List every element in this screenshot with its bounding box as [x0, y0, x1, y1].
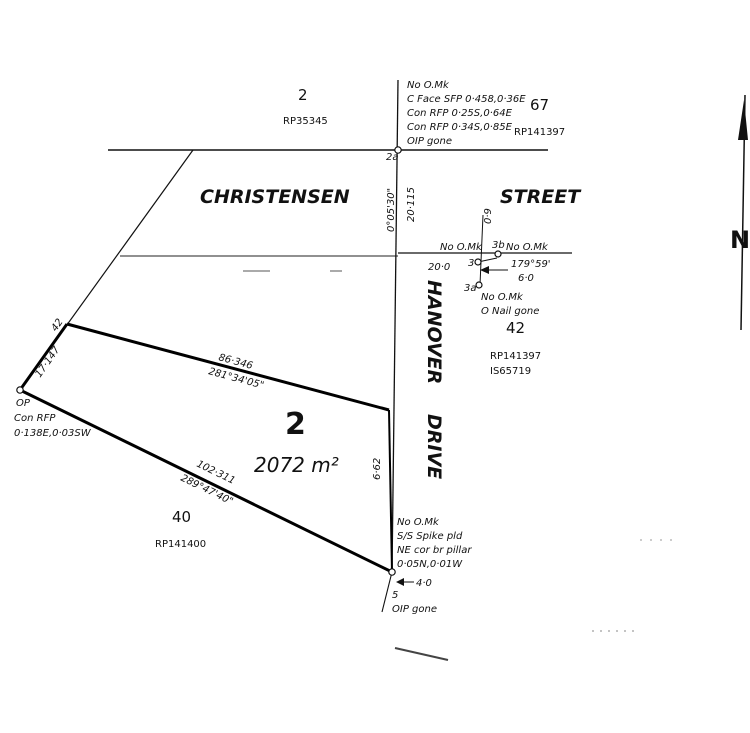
- west-frontage-line: [18, 323, 69, 391]
- bottom-mark-note-3: NE cor br pillar: [397, 545, 472, 556]
- street-width-mid: 0·9: [483, 208, 494, 224]
- right-top-lot-number: 67: [530, 96, 549, 114]
- top-lot-rp: RP35345: [283, 116, 328, 127]
- bottom-mark-note-2: S/S Spike pld: [397, 531, 463, 542]
- bottom-mark-note-1: No O.Mk: [397, 517, 440, 528]
- street-name-christensen: CHRISTENSEN: [200, 186, 350, 208]
- station-5-tail: [381, 571, 393, 613]
- station-3b-label: 3b: [492, 240, 505, 251]
- station-5-label: 5: [392, 590, 398, 601]
- station-2a-label: 2a: [386, 152, 399, 163]
- main-lot-number: 2: [285, 407, 306, 442]
- road-bearing: 0°05'30": [386, 188, 397, 232]
- top-mark-note-5: OIP gone: [407, 136, 452, 147]
- street-width-left: 20·0: [428, 262, 450, 273]
- station-2a-marker: [394, 146, 402, 154]
- lot-south-boundary: [19, 388, 393, 574]
- road-width: 20·115: [406, 187, 417, 222]
- scan-mark: [394, 647, 449, 661]
- station-5-note: OIP gone: [392, 604, 437, 615]
- station-5-arrow-head: [396, 578, 404, 586]
- top-mark-note-2: C Face SFP 0·458,0·36E: [407, 94, 526, 105]
- main-lot-area: 2072 m²: [254, 453, 339, 477]
- station-3b-marker: [494, 250, 502, 258]
- west-mark-note-1: OP: [16, 398, 31, 409]
- bottom-mark-note-4: 0·05N,0·01W: [397, 559, 463, 570]
- station-3-label: 3: [468, 258, 474, 269]
- right-lot-number: 42: [506, 319, 525, 337]
- street-name-drive: DRIVE: [423, 414, 445, 479]
- north-arrow: N: [730, 94, 750, 331]
- station-3-vertical: [479, 214, 484, 286]
- right-top-lot-rp: RP141397: [514, 127, 565, 138]
- right-mark-note-right: No O.Mk: [506, 242, 549, 253]
- east-frontage-length: 6·62: [372, 458, 383, 480]
- lot-north-boundary: [66, 322, 390, 412]
- north-arrow-label: N: [730, 226, 750, 254]
- top-mark-note-4: Con RFP 0·34S,0·85E: [407, 122, 513, 133]
- station-3-arrow-head: [480, 266, 489, 274]
- station-3a-note-2: O Nail gone: [481, 306, 539, 317]
- right-lot-rp: RP141397: [490, 351, 541, 362]
- west-mark-note-2: Con RFP: [14, 413, 56, 424]
- distance-right: 6·0: [518, 273, 534, 284]
- top-mark-note-1: No O.Mk: [407, 80, 450, 91]
- bottom-lot-rp: RP141400: [155, 539, 206, 550]
- station-3a-label: 3a: [464, 283, 477, 294]
- right-lot-is: IS65719: [490, 366, 531, 377]
- west-mark-note-3: 0·138E,0·03SW: [14, 428, 92, 439]
- lot-east-boundary: [388, 409, 393, 573]
- station-3a-marker: [475, 281, 483, 289]
- station-3a-note-1: No O.Mk: [481, 292, 524, 303]
- distance-bottom: 4·0: [416, 578, 432, 589]
- right-mark-note-left: No O.Mk: [440, 242, 483, 253]
- bearing-right: 179°59': [511, 259, 551, 270]
- bottom-lot-number: 40: [172, 508, 191, 526]
- station-3-marker: [474, 258, 482, 266]
- west-corner-marker: [16, 386, 24, 394]
- street-name-hanover: HANOVER: [423, 280, 445, 384]
- station-5-marker: [388, 568, 396, 576]
- top-lot-number: 2: [298, 86, 308, 104]
- north-arrow-head: [738, 100, 748, 140]
- top-mark-note-3: Con RFP 0·25S,0·64E: [407, 108, 513, 119]
- hanover-west-boundary: [391, 79, 399, 573]
- street-name-street: STREET: [500, 186, 582, 208]
